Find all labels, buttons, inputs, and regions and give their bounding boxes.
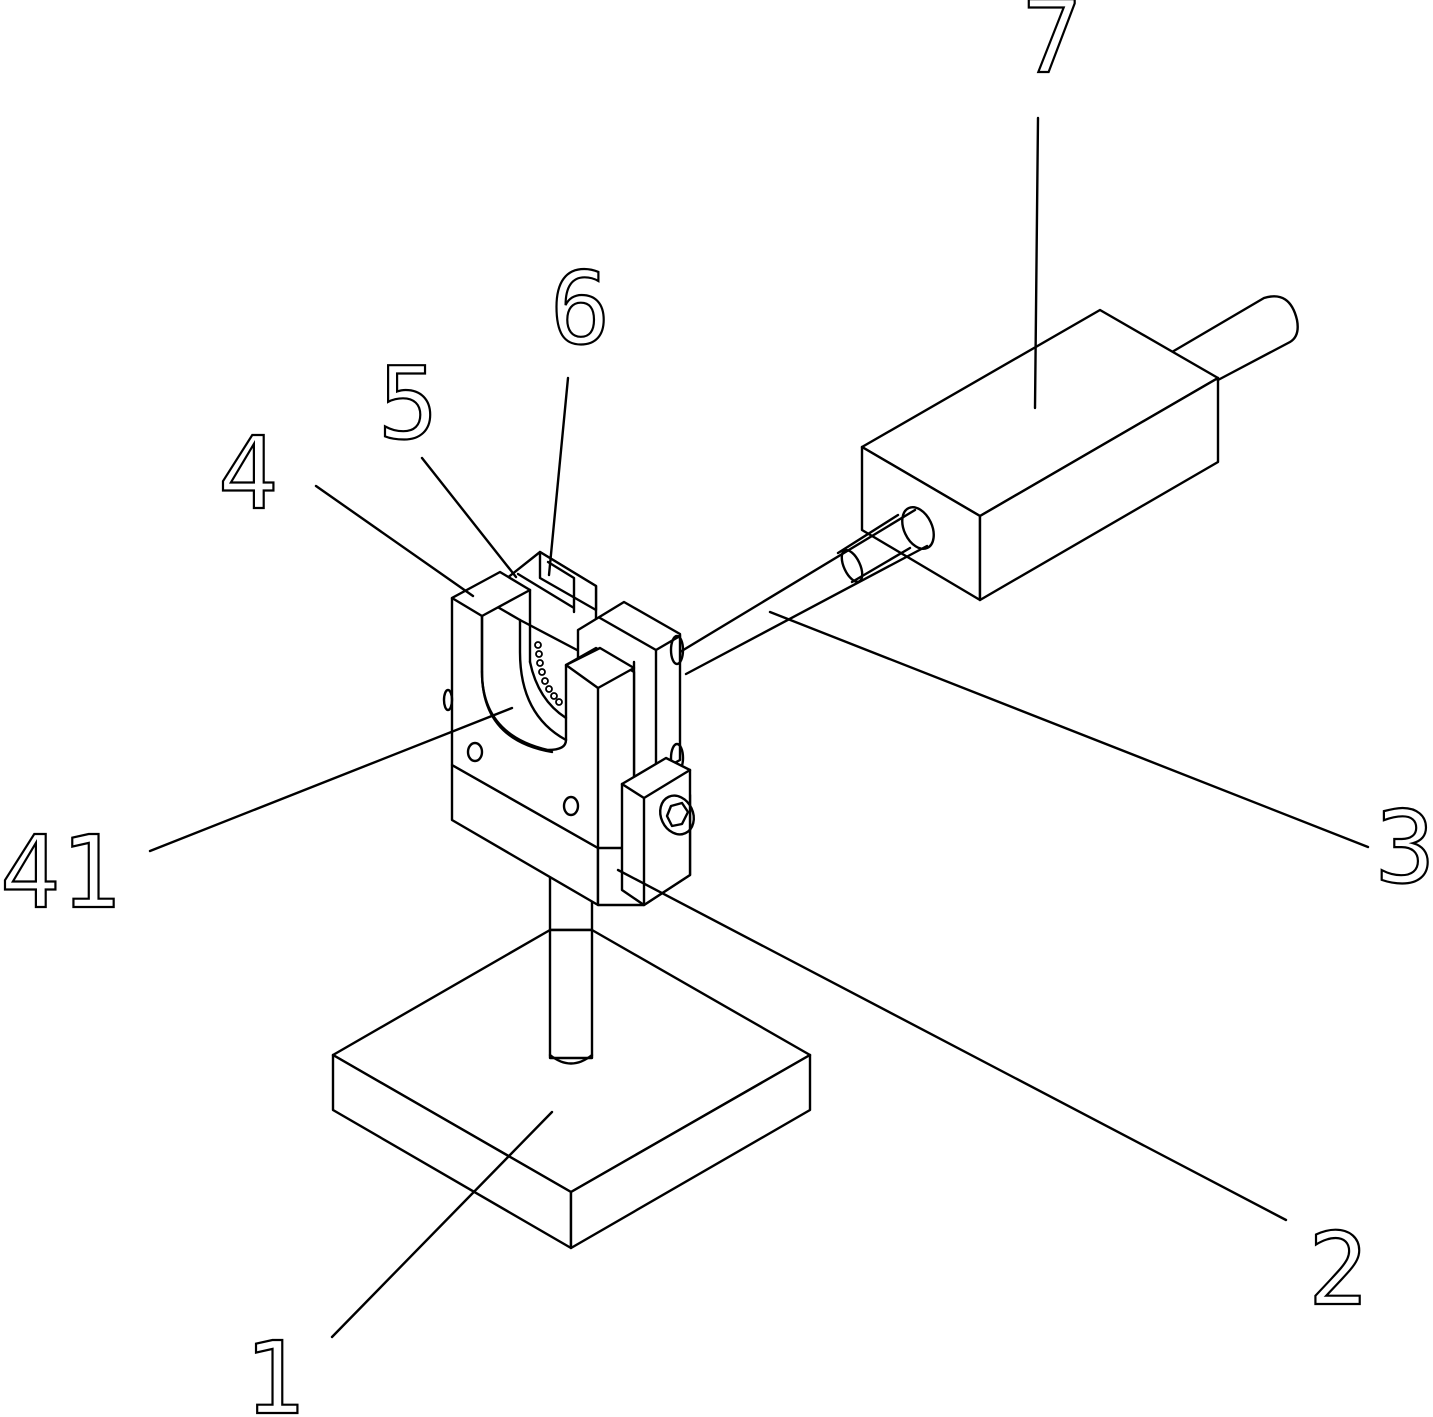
label-4: 4 [218,415,278,532]
holder-assembly [442,550,695,907]
label-6: 6 [550,250,610,367]
leader-41 [148,706,514,853]
leader-5 [420,456,518,579]
label-2: 2 [1308,1211,1368,1328]
leader-2 [616,868,1288,1222]
leader-3 [768,610,1370,849]
leader-lines [148,116,1370,1339]
leader-6 [547,376,570,577]
base-plate [331,928,812,1250]
leader-1 [330,1110,554,1339]
label-3: 3 [1375,789,1433,906]
leader-7 [1033,116,1040,410]
label-5: 5 [378,345,438,462]
push-rod [678,508,929,676]
label-1: 1 [244,1320,304,1417]
label-7: 7 [1022,0,1082,96]
label-41: 41 [0,814,120,931]
actuator-block [860,295,1299,602]
leader-4 [314,484,475,598]
